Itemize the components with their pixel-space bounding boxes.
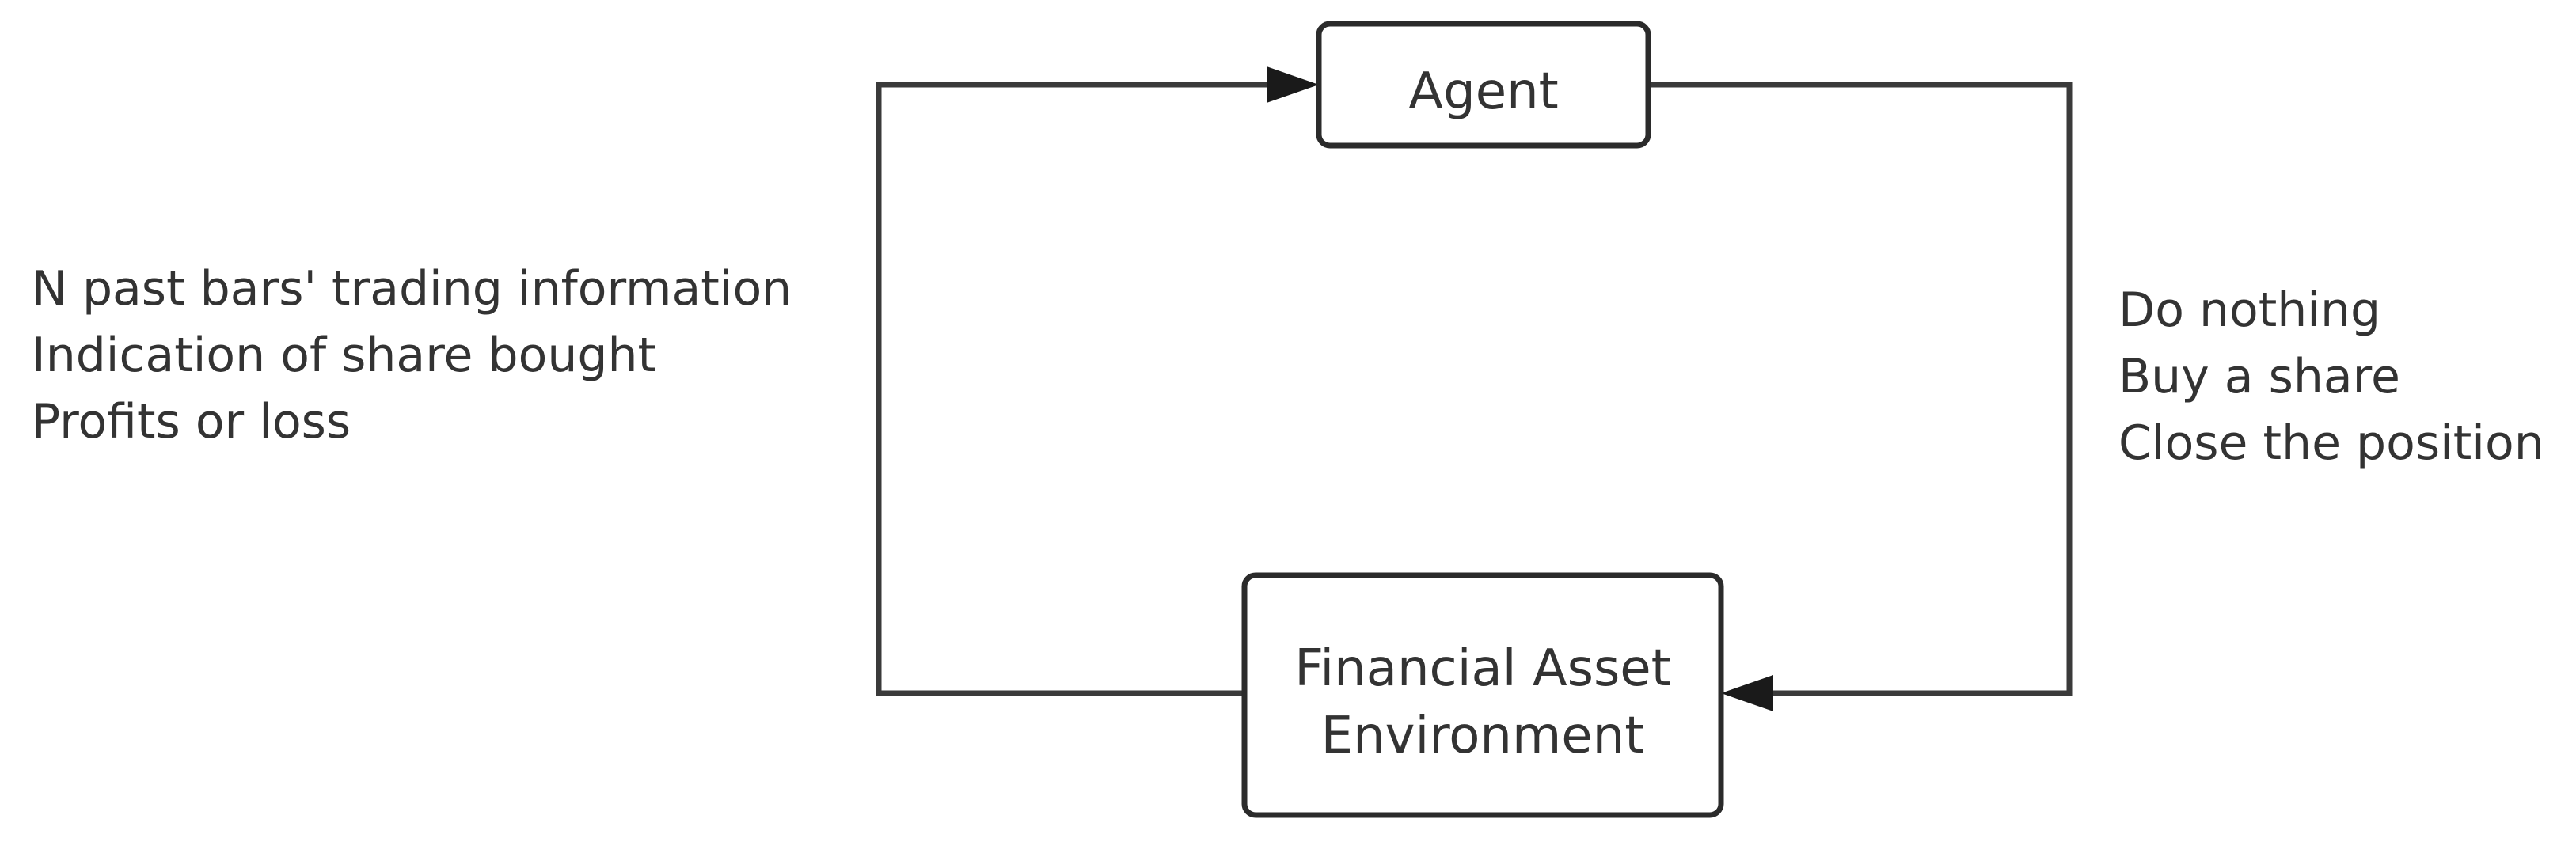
agent-box <box>1316 21 1651 149</box>
agent-arrowhead <box>1267 66 1319 103</box>
observation-item: Profits or loss <box>32 394 351 449</box>
agent-label: Agent <box>1408 63 1558 121</box>
environment-arrowhead <box>1721 675 1773 711</box>
observation-connector <box>876 82 1276 696</box>
observation-item: Indication of share bought <box>32 328 656 383</box>
agent-node: Agent <box>1316 21 1651 149</box>
observations-list: N past bars' trading information Indicat… <box>32 261 792 449</box>
action-connector <box>1648 82 2073 696</box>
actions-list: Do nothing Buy a share Close the positio… <box>2118 283 2544 471</box>
action-item: Buy a share <box>2118 349 2400 404</box>
environment-label-line-1: Financial Asset <box>1294 639 1671 698</box>
action-item: Do nothing <box>2118 283 2380 338</box>
action-item: Close the position <box>2118 415 2544 471</box>
environment-box <box>1241 572 1724 818</box>
environment-node: Financial Asset Environment <box>1241 572 1724 818</box>
environment-label-line-2: Environment <box>1321 707 1645 765</box>
observation-item: N past bars' trading information <box>32 261 792 317</box>
